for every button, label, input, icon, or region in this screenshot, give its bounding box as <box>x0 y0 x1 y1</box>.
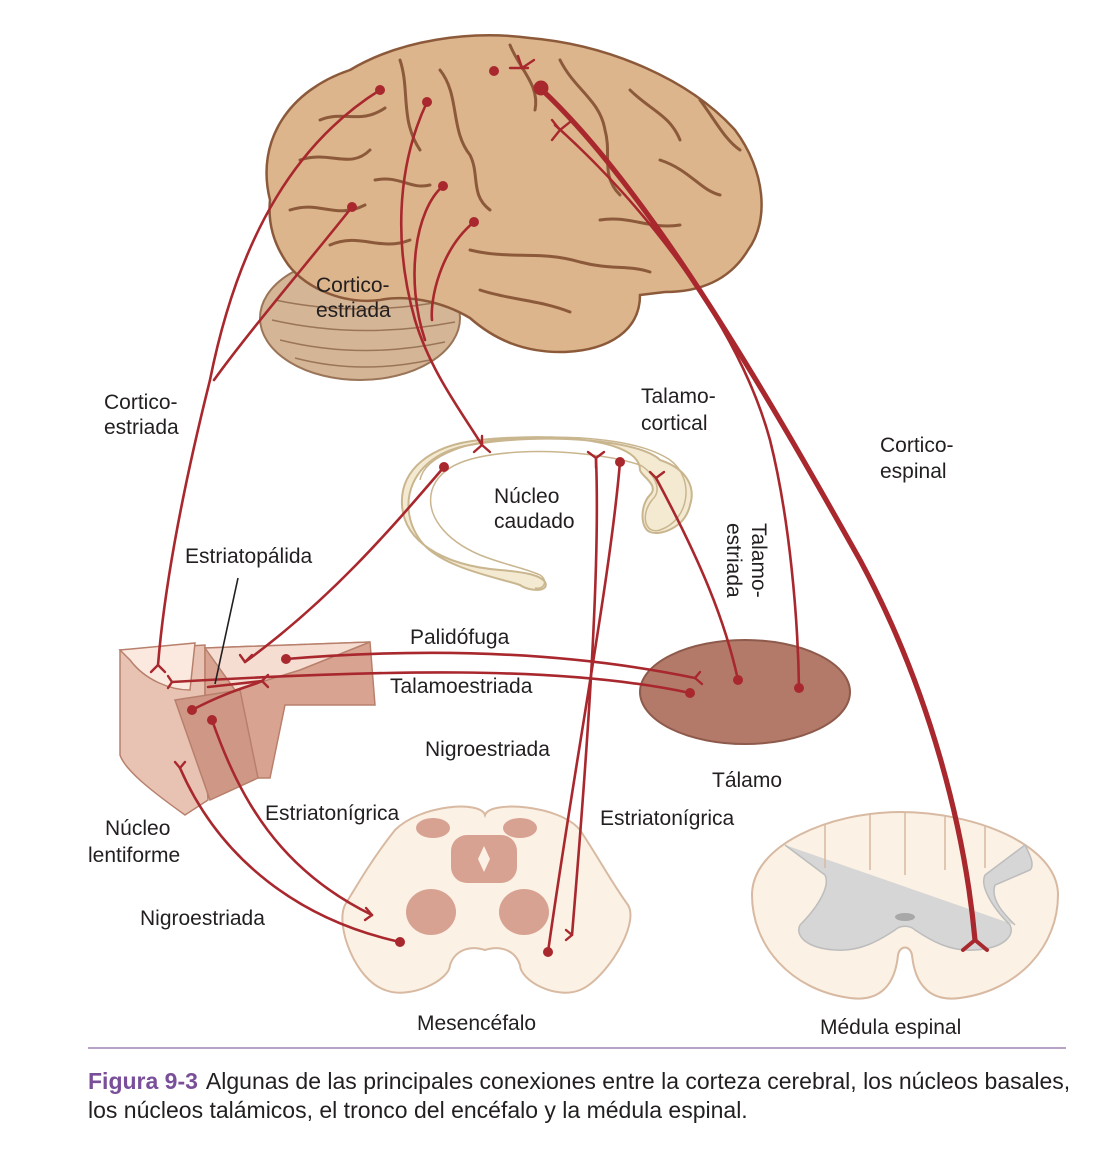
label-medula-espinal: Médula espinal <box>820 1016 961 1039</box>
figure-number: Figura 9-3 <box>88 1068 198 1094</box>
label-cortico-espinal: Cortico- <box>880 434 954 457</box>
striatonigral-left <box>210 718 374 917</box>
neuroanatomy-diagram: Cortico- estriada Cortico- estriada Tala… <box>88 34 1060 1039</box>
svg-text:lentiforme: lentiforme <box>88 844 180 867</box>
synapse-terminals <box>149 54 989 952</box>
cortico-striate-tract-middle-2 <box>413 184 445 342</box>
label-estriatonigrica-right: Estriatonígrica <box>600 807 735 830</box>
caudate-strionigral-left <box>570 456 599 937</box>
label-mesencefalo: Mesencéfalo <box>417 1012 536 1035</box>
svg-text:estriada: estriada <box>722 523 745 598</box>
thalamus <box>639 639 851 745</box>
label-cortico-estriada-upper: Cortico- <box>316 274 390 297</box>
svg-text:espinal: espinal <box>880 460 947 483</box>
label-talamo-cortical: Talamo- <box>641 385 716 408</box>
cortico-striate-tract-branch <box>212 205 354 382</box>
thalamostriate-horizontal <box>170 671 692 695</box>
label-nucleo-lentiforme: Núcleo <box>105 817 170 840</box>
cell-bodies <box>187 66 804 957</box>
caption-divider <box>88 1047 1066 1049</box>
svg-text:estriada: estriada <box>316 299 391 322</box>
cortico-striate-tract-left <box>156 88 382 667</box>
label-talamo-estriada: Talamo- estriada <box>722 523 770 598</box>
svg-text:Talamo-: Talamo- <box>747 523 770 598</box>
spinal-cord <box>750 810 1060 1000</box>
thalamo-cortical-tract <box>553 123 801 690</box>
label-cortico-estriada-left: Cortico- <box>104 391 178 414</box>
labels: Cortico- estriada Cortico- estriada Tala… <box>88 274 961 1039</box>
lentiform-nucleus <box>118 641 376 816</box>
label-nigroestriada-center: Nigroestriada <box>425 738 550 761</box>
pallidofugal-tract <box>284 651 697 680</box>
cortico-striate-tract-middle <box>399 100 484 447</box>
striatopallidal-tract <box>243 465 446 664</box>
label-palidofuga: Palidófuga <box>410 626 510 649</box>
label-nigroestriada-left: Nigroestriada <box>140 907 265 930</box>
thalamo-striate-tract <box>654 476 740 682</box>
label-talamoestriada: Talamoestriada <box>390 675 533 698</box>
cortico-spinal-tract <box>537 85 978 943</box>
label-talamo: Tálamo <box>712 769 782 792</box>
label-estriatonigrica-left: Estriatonígrica <box>265 802 400 825</box>
estriatopalida-pointer <box>214 577 239 685</box>
svg-text:cortical: cortical <box>641 412 708 435</box>
svg-text:estriada: estriada <box>104 416 179 439</box>
label-estriatopalida: Estriatopálida <box>185 545 313 568</box>
tracts <box>156 85 978 954</box>
svg-text:caudado: caudado <box>494 510 575 533</box>
caption-text: Algunas de las principales conexiones en… <box>88 1068 1071 1123</box>
caudate-nucleus <box>400 436 693 591</box>
label-nucleo-caudado: Núcleo <box>494 485 559 508</box>
nigrostriate-left <box>178 766 402 944</box>
cerebral-cortex <box>265 34 763 354</box>
midbrain <box>341 805 632 994</box>
